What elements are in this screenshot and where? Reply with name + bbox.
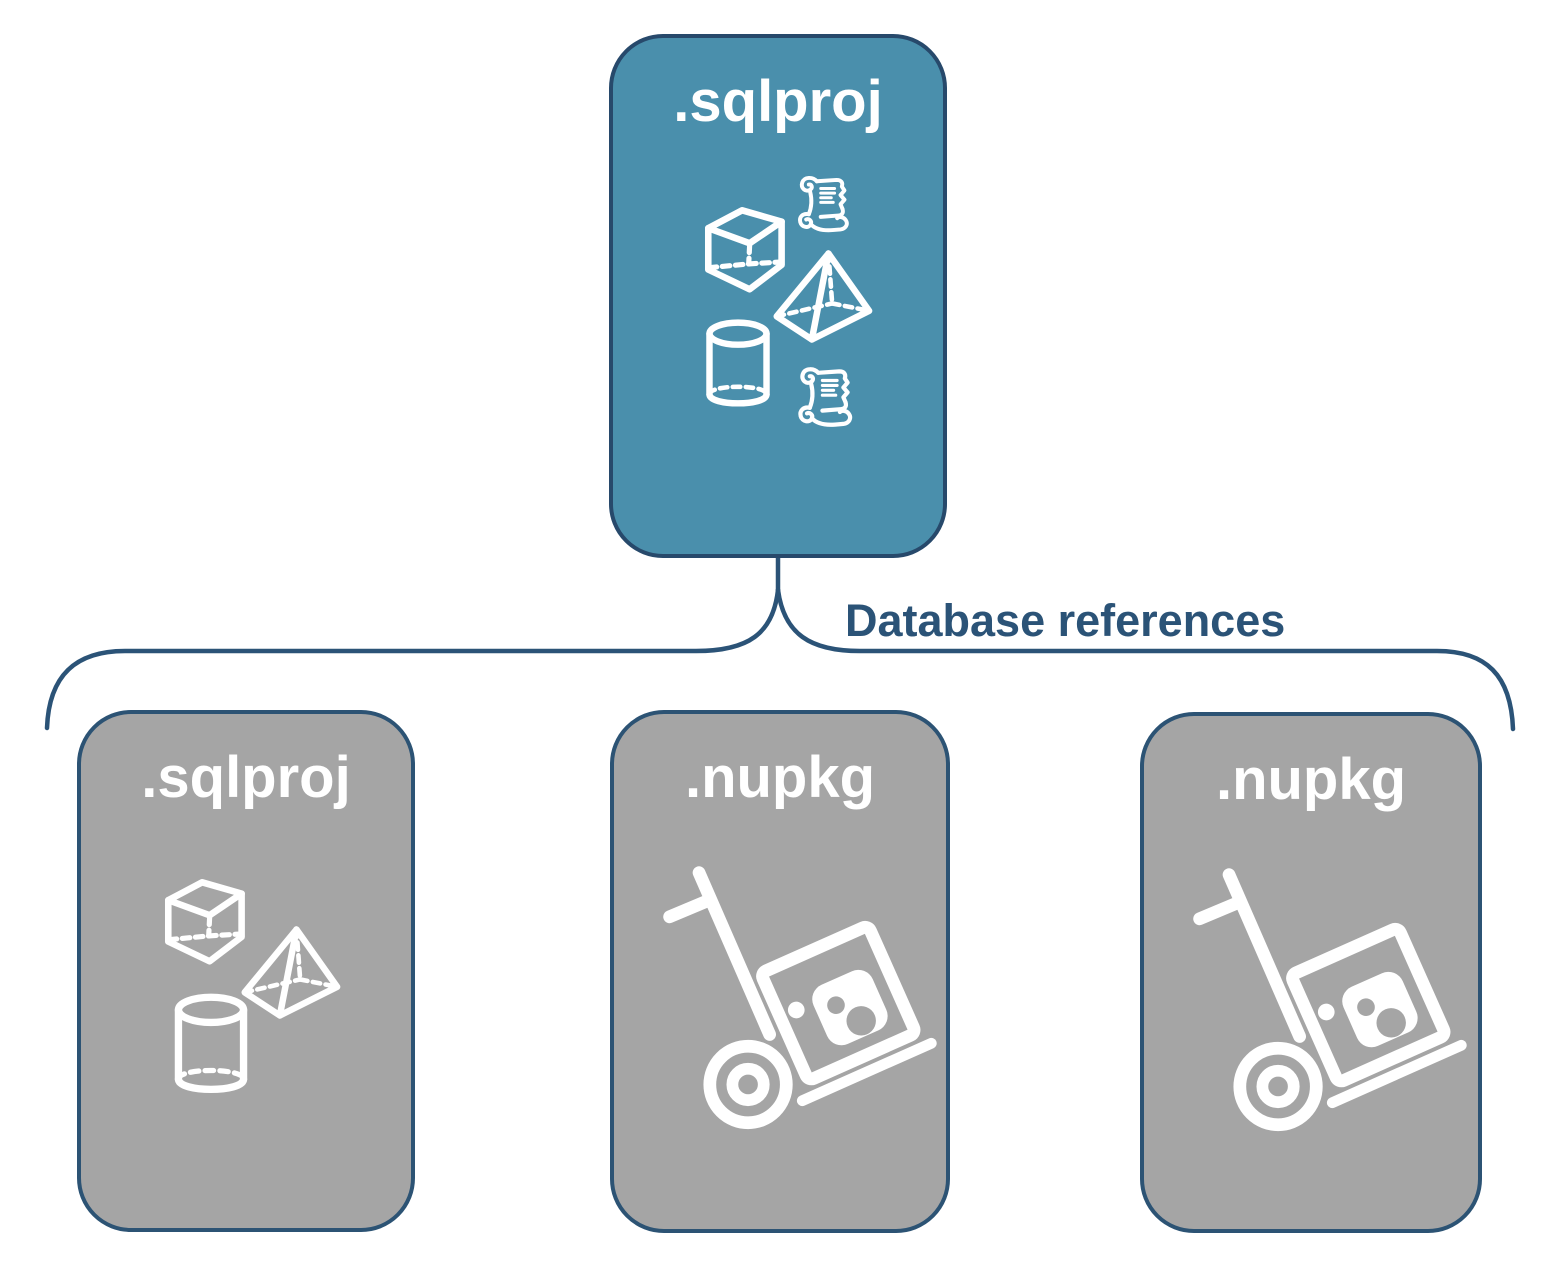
cube-icon bbox=[157, 872, 251, 966]
node-label: .sqlproj bbox=[673, 69, 883, 134]
script-scroll-icon bbox=[793, 363, 863, 433]
database-references-label: Database references bbox=[845, 595, 1286, 646]
node-label: .nupkg bbox=[684, 745, 876, 810]
cylinder-icon bbox=[701, 318, 775, 410]
cylinder-icon bbox=[169, 992, 253, 1097]
node-label: .nupkg bbox=[1215, 747, 1407, 812]
nuget-handtruck-icon bbox=[1180, 858, 1484, 1162]
pyramid-icon bbox=[771, 248, 873, 345]
pyramid-icon bbox=[239, 924, 341, 1021]
node-child-nupkg-2: .nupkg bbox=[1140, 712, 1482, 1233]
node-root-sqlproj: .sqlproj bbox=[609, 34, 947, 558]
nuget-handtruck-icon bbox=[650, 856, 954, 1160]
node-child-sqlproj: .sqlproj bbox=[77, 710, 415, 1232]
node-child-nupkg-1: .nupkg bbox=[610, 710, 950, 1233]
script-scroll-icon bbox=[793, 172, 859, 238]
node-label: .sqlproj bbox=[141, 745, 351, 810]
